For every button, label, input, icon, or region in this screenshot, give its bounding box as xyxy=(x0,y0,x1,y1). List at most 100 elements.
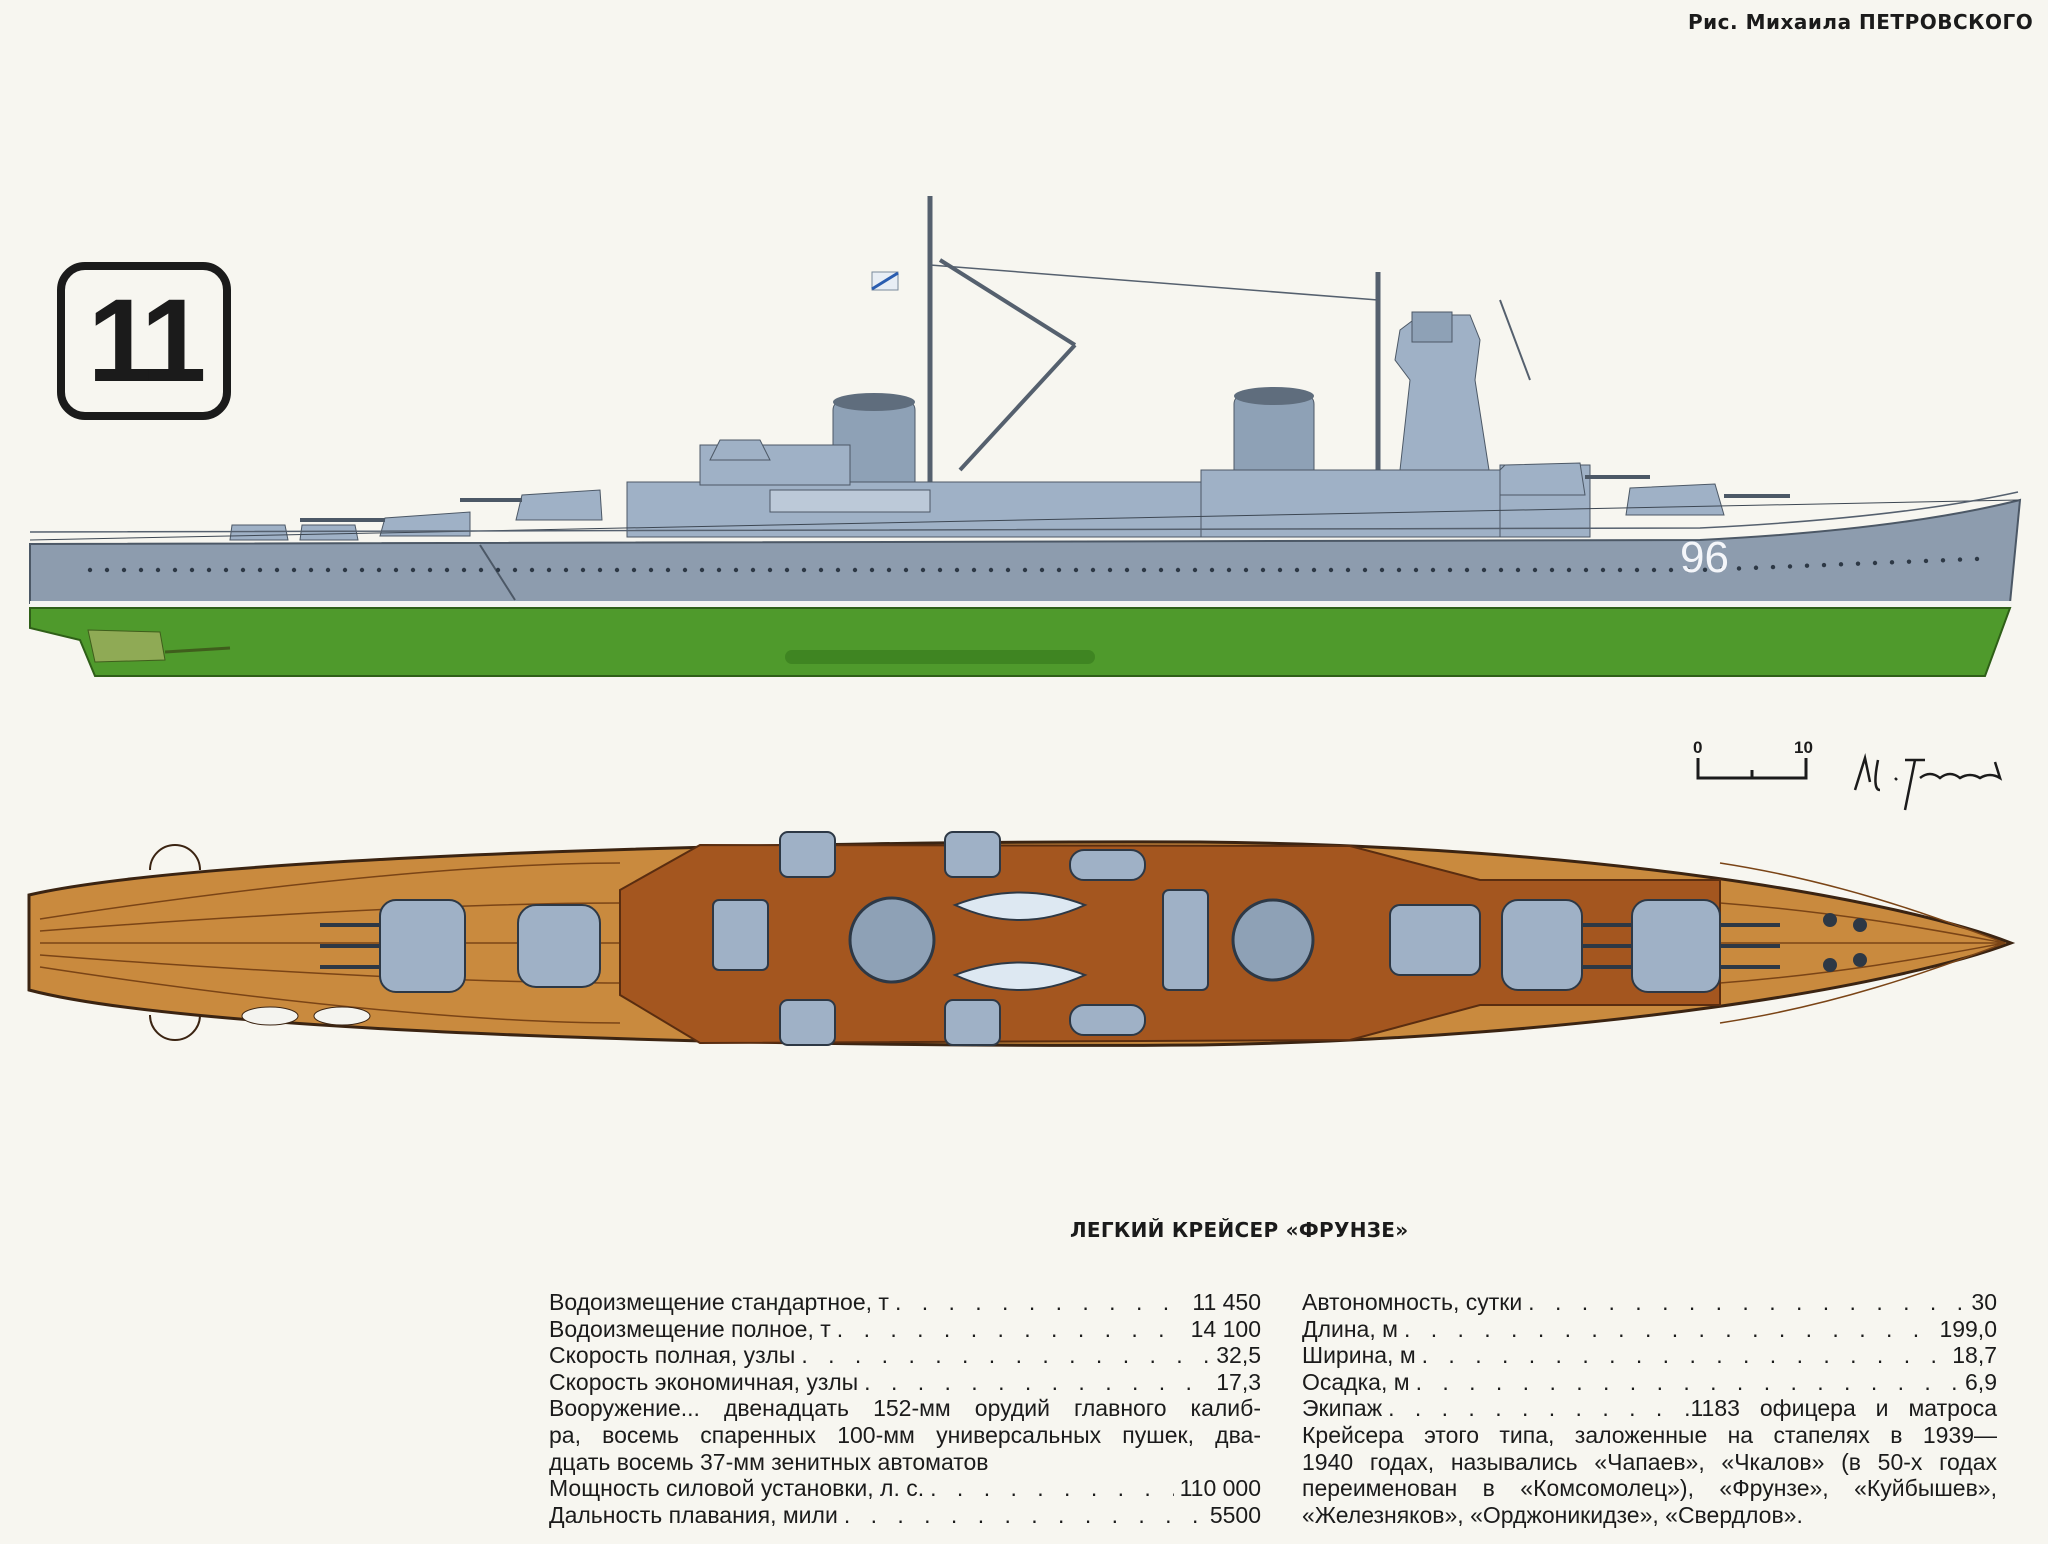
porthole xyxy=(1923,558,1929,564)
porthole xyxy=(410,567,416,573)
porthole xyxy=(1175,567,1181,573)
porthole xyxy=(1957,557,1963,562)
porthole xyxy=(937,567,943,573)
porthole xyxy=(376,567,382,573)
porthole xyxy=(444,567,450,573)
spec-value: 14 100 xyxy=(1190,1315,1261,1342)
spec-value: 199,0 xyxy=(1939,1315,1997,1342)
specs-left-column: Водоизмещение стандартное, т11 450 Водои… xyxy=(549,1289,1261,1528)
spec-label: Экипаж xyxy=(1302,1395,1383,1422)
porthole xyxy=(1583,567,1589,573)
top-plan-view xyxy=(27,831,2016,1047)
porthole xyxy=(1549,567,1555,573)
spec-row: Скорость экономичная, узлы 17,3 xyxy=(549,1369,1261,1396)
spec-label: Автономность, сутки xyxy=(1302,1289,1523,1315)
porthole xyxy=(359,567,365,573)
portholes xyxy=(87,556,1980,573)
porthole xyxy=(1770,564,1776,570)
porthole xyxy=(189,567,195,573)
porthole xyxy=(665,567,671,573)
spec-label: Водоизмещение полное, т xyxy=(549,1315,831,1342)
porthole xyxy=(1515,567,1521,573)
porthole xyxy=(767,567,773,573)
porthole xyxy=(1379,567,1385,573)
history-text: Крейсера этого типа, заложенные на стапе… xyxy=(1302,1421,1997,1448)
history-text: 1940 годах, назывались «Чапаев», «Чкалов… xyxy=(1302,1448,1997,1475)
porthole xyxy=(478,567,484,573)
porthole xyxy=(1838,562,1844,567)
spec-label: Длина, м xyxy=(1302,1315,1398,1342)
porthole xyxy=(274,567,280,573)
porthole xyxy=(563,567,569,573)
porthole xyxy=(1464,567,1470,573)
plank-line xyxy=(39,966,621,1024)
porthole xyxy=(155,567,161,573)
hull-side xyxy=(29,498,2022,604)
porthole xyxy=(104,567,110,573)
spec-label: Водоизмещение стандартное, т xyxy=(549,1289,889,1315)
porthole xyxy=(835,567,841,573)
porthole xyxy=(172,567,178,573)
porthole xyxy=(988,567,994,573)
scale-bar xyxy=(1696,758,1808,780)
porthole xyxy=(1821,562,1827,568)
armament-text: Вооружение... двенадцать 152-мм орудий г… xyxy=(549,1395,1261,1422)
spec-label: Скорость экономичная, узлы xyxy=(549,1368,859,1395)
spec-value: 32,5 xyxy=(1216,1342,1261,1369)
porthole xyxy=(1872,560,1878,566)
porthole xyxy=(1651,567,1657,573)
porthole xyxy=(1855,561,1861,566)
spec-value: 6,9 xyxy=(1965,1368,1997,1395)
porthole xyxy=(1600,567,1606,573)
porthole xyxy=(1566,567,1572,573)
porthole xyxy=(580,567,586,573)
porthole xyxy=(733,567,739,573)
armament-text: дцать восемь 37-мм зенитных автоматов xyxy=(549,1448,989,1475)
porthole xyxy=(1736,566,1742,571)
spec-value: .1183 офицера и матроса xyxy=(1684,1395,1997,1422)
boat xyxy=(952,891,1088,921)
spec-row: Водоизмещение полное, т 14 100 xyxy=(549,1316,1261,1343)
porthole xyxy=(1702,567,1708,572)
porthole xyxy=(495,567,501,573)
spec-row: Осадка, м6,9 xyxy=(1302,1369,1997,1396)
porthole xyxy=(1158,567,1164,573)
porthole xyxy=(1889,560,1895,565)
specs-right-column: Автономность, сутки30 Длина, м199,0 Шири… xyxy=(1302,1289,1997,1528)
porthole xyxy=(1532,567,1538,573)
plank-line xyxy=(1719,942,2006,1024)
spec-row: Автономность, сутки30 xyxy=(1302,1289,1997,1316)
porthole xyxy=(682,567,688,573)
spec-value: 17,3 xyxy=(1216,1368,1261,1395)
porthole xyxy=(869,567,875,573)
porthole xyxy=(801,567,807,573)
porthole xyxy=(886,567,892,573)
porthole xyxy=(257,567,263,573)
porthole xyxy=(614,567,620,573)
porthole xyxy=(1753,565,1759,570)
underwater-hull xyxy=(29,607,2012,677)
porthole xyxy=(1940,558,1946,563)
porthole xyxy=(699,567,705,573)
porthole xyxy=(1447,567,1453,573)
porthole xyxy=(597,567,603,573)
scale-end-label: 10 xyxy=(1794,738,1813,757)
plank-line xyxy=(1719,902,2006,944)
spec-label: Дальность плавания, мили xyxy=(549,1501,838,1528)
railing-line xyxy=(29,491,2019,533)
crew-row: Экипаж .1183 офицера и матроса xyxy=(1302,1395,1997,1422)
porthole xyxy=(1090,567,1096,573)
porthole xyxy=(750,567,756,573)
porthole xyxy=(1192,567,1198,573)
porthole xyxy=(206,567,212,573)
porthole xyxy=(546,567,552,573)
plank-line xyxy=(39,862,621,920)
artist-signature xyxy=(1853,753,2003,811)
porthole xyxy=(954,567,960,573)
hull-number: 96 xyxy=(1680,533,1729,582)
porthole xyxy=(427,567,433,573)
porthole xyxy=(1141,567,1147,573)
propeller-shaft xyxy=(164,646,231,654)
spec-value: 18,7 xyxy=(1952,1342,1997,1369)
porthole xyxy=(1260,567,1266,573)
